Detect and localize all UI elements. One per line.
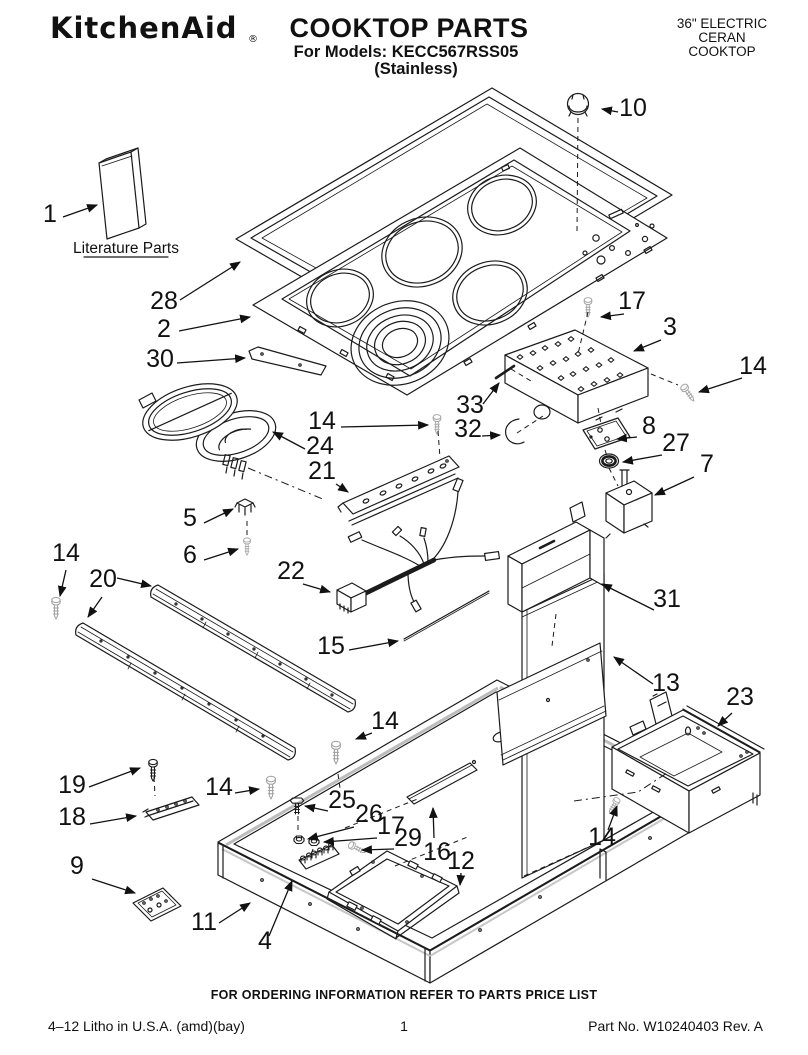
part-24-element [138,383,277,480]
callout-20: 20 [89,565,117,593]
callout-7: 7 [700,450,714,478]
part-17-screw-top [583,297,593,318]
callout-26: 26 [355,800,383,828]
callout-numbers: 10 1 28 2 30 17 3 14 33 32 8 27 7 14 24 … [43,94,767,955]
callout-3: 3 [663,313,677,341]
callout-19: 19 [58,771,86,799]
litho-note: 4–12 Litho in U.S.A. (amd)(bay) [48,1018,245,1034]
callout-17-upper: 17 [618,287,646,315]
element-terminals [222,454,247,480]
part-9-plate [132,887,182,922]
part-23-drawer [611,691,765,834]
part-2-glass-cooktop [252,147,668,396]
callout-27: 27 [662,429,690,457]
page-footer: FOR ORDERING INFORMATION REFER TO PARTS … [48,988,764,1034]
callout-14-a: 14 [739,352,767,380]
part-20-rail-lower [75,622,296,761]
page-number: 1 [400,1018,408,1034]
brand-logo: KitchenAid [50,11,238,45]
callout-22: 22 [277,557,305,585]
callout-11: 11 [191,908,217,936]
part-14-screw-right [679,382,698,404]
callout-15: 15 [317,632,345,660]
callout-2: 2 [157,315,171,343]
callout-25: 25 [328,786,356,814]
part-31-corner-bracket [507,501,605,613]
page-header: KitchenAid ® COOKTOP PARTS For Models: K… [50,11,767,78]
callout-1: 1 [43,200,57,228]
part-8-plate [582,417,631,450]
part-19-screw [148,758,158,782]
callout-16: 16 [423,838,451,866]
callout-28: 28 [150,287,178,315]
part-16-strip [406,762,478,805]
product-type-line3: COOKTOP [688,44,755,59]
literature-parts-label: Literature Parts [73,240,179,257]
part-20-rail-upper [150,584,356,713]
finish-line: (Stainless) [374,60,457,78]
callout-14-d: 14 [371,707,399,735]
part-14-screw-rim-a [266,775,276,800]
product-type-line1: 36" ELECTRIC [677,16,768,31]
part-5-clip [234,498,256,516]
alignment-lines [153,117,679,877]
part-13-panel [496,642,607,766]
part-literature-book [83,147,169,258]
callout-24: 24 [306,432,334,460]
part-12-support-frame [326,850,460,940]
callout-31: 31 [653,585,681,613]
page-title: COOKTOP PARTS [289,13,528,43]
models-line: For Models: KECC567RSS05 [294,43,519,61]
part-33-pin [494,364,516,380]
callout-18: 18 [58,803,86,831]
part-4-terminal-block [298,842,340,870]
part-7-switch [605,469,653,539]
element-rings [350,300,450,386]
callout-14-b: 14 [308,407,336,435]
part-18-bracket [142,796,200,821]
callout-4: 4 [258,927,272,955]
ordering-note: FOR ORDERING INFORMATION REFER TO PARTS … [211,988,598,1002]
callout-5: 5 [183,504,197,532]
callout-23: 23 [726,683,754,711]
part-14-screw-left [51,596,61,620]
part-15-rod [403,590,490,642]
part-6-screw [243,537,251,556]
part-32-hook [505,418,525,445]
callout-12: 12 [447,847,475,875]
brand-registered-mark: ® [248,34,258,45]
callout-arrows [57,106,743,937]
part-30-trim [248,346,327,376]
part-21-bracket [337,455,460,526]
callout-17-lower: 17 [377,812,405,840]
callout-32: 32 [454,415,482,443]
callout-14-c: 14 [52,539,80,567]
callout-9: 9 [70,852,84,880]
callout-8: 8 [642,412,656,440]
part-14-screw-rim-b [331,740,341,765]
part-number: Part No. W10240403 Rev. A [588,1018,763,1034]
callout-33: 33 [456,391,484,419]
callout-14-e: 14 [205,773,233,801]
product-type-line2: CERAN [698,30,745,45]
callout-30: 30 [146,345,174,373]
callout-10: 10 [619,94,647,122]
callout-6: 6 [183,541,197,569]
callout-29: 29 [394,824,422,852]
part-14-screw-bracket [432,414,442,435]
part-3-burner-box [504,329,649,424]
callout-14-f: 14 [588,823,616,851]
callout-21: 21 [308,457,336,485]
part-22-harness [336,477,501,614]
part-27-grommet [598,453,620,469]
part-10-knob [566,92,590,117]
callout-13: 13 [652,669,680,697]
